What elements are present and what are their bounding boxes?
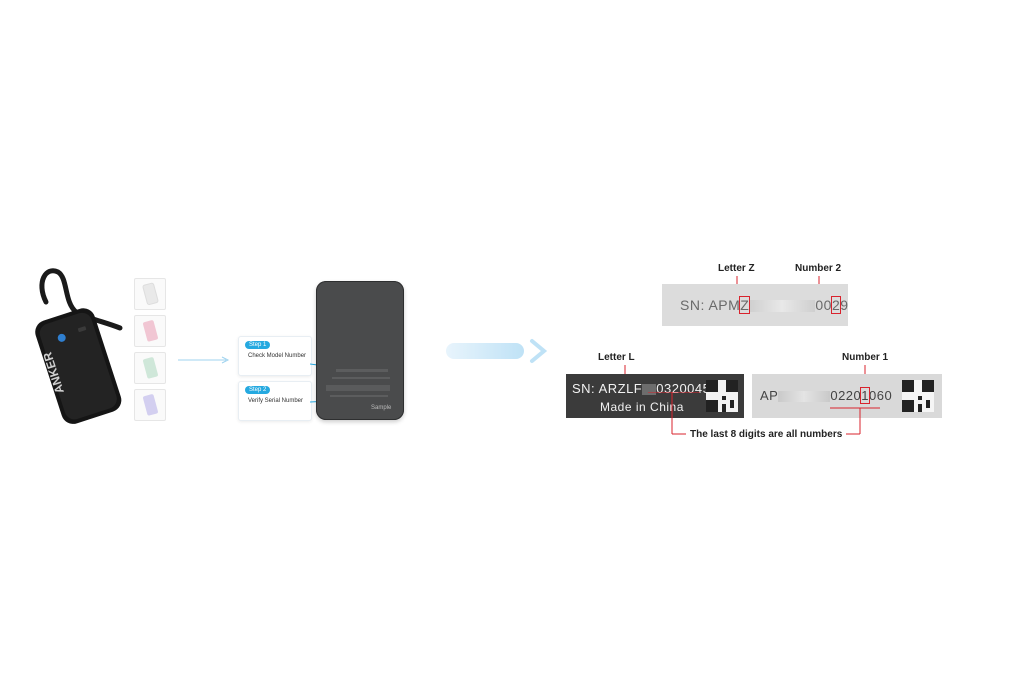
power-bank-thumb-icon (143, 394, 158, 416)
step-text: Check Model Number (248, 353, 307, 359)
blurred-region (642, 384, 657, 396)
flow-arrow-large (446, 337, 550, 365)
serial-prefix: SN: APM (680, 297, 741, 313)
callout-number-2: Number 2 (795, 263, 842, 274)
device-markings (326, 369, 390, 397)
callout-letter-l: Letter L (598, 352, 635, 363)
highlight-digit: 1 (860, 387, 870, 404)
highlight-digit: 2 (830, 296, 842, 314)
highlight-letter: Z (739, 296, 751, 314)
serial-digits: 060 (869, 388, 893, 403)
qr-code-icon (902, 380, 934, 412)
color-thumbnail-green[interactable] (134, 352, 166, 384)
step-badge: Step 1 (245, 341, 271, 349)
power-bank-back-view: Sample (316, 281, 404, 420)
blurred-region (749, 300, 816, 313)
power-bank-thumb-icon (143, 320, 158, 342)
callout-letter-z: Letter Z (718, 263, 755, 274)
arrow-right-icon (178, 356, 230, 364)
blurred-region (778, 391, 831, 403)
step-badge: Step 2 (245, 386, 271, 394)
qr-code-icon (706, 380, 738, 412)
serial-label-right: AP 02201060 (752, 374, 942, 418)
serial-prefix: SN: AR (572, 381, 618, 396)
made-in-text: Made in China (600, 400, 684, 414)
highlight-letters: ZLF (617, 381, 643, 396)
step-text: Verify Serial Number (248, 398, 304, 404)
serial-prefix: AP (760, 388, 779, 403)
color-thumbnail-pink[interactable] (134, 315, 166, 347)
power-bank-image: ANKER (28, 262, 128, 432)
last-digits-note: The last 8 digits are all numbers (690, 429, 843, 440)
last-digits-bracket (648, 392, 880, 435)
color-thumbnail-purple[interactable] (134, 389, 166, 421)
serial-digits: 0220 (830, 388, 862, 403)
color-thumbnail-white[interactable] (134, 278, 166, 310)
power-bank-illustration: ANKER (35, 268, 123, 424)
serial-digits: 9 (840, 297, 849, 313)
device-label: Sample (371, 405, 392, 411)
step-card-2: Step 2 Verify Serial Number (238, 381, 312, 421)
arrow-right-icon (446, 339, 548, 363)
serial-text: SN: APMZ 0029 (680, 296, 849, 314)
power-bank-thumb-icon (142, 282, 159, 306)
flow-arrow (178, 352, 230, 364)
serial-text: AP 02201060 (760, 387, 893, 404)
step-card-1: Step 1 Check Model Number (238, 336, 312, 376)
power-bank-thumb-icon (143, 357, 158, 379)
serial-label-top: SN: APMZ 0029 (662, 284, 848, 326)
callout-number-1: Number 1 (842, 352, 889, 363)
serial-digits: 00 (815, 297, 832, 313)
